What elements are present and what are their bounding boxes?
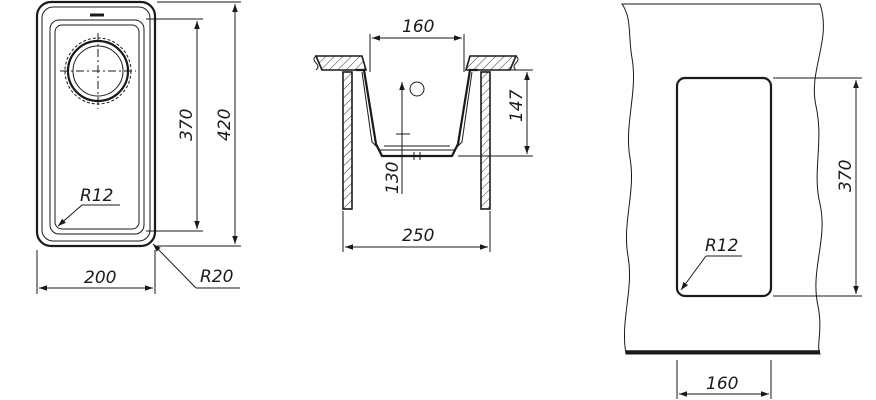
cabinet-wall-left [342,71,353,210]
cutout-height-dimension: 370 [773,77,862,297]
top-view: R12 200 R20 370 420 [35,0,241,294]
sink-bowl-outline [49,19,145,235]
outer-height-dimension: 420 [157,1,241,247]
cutout-view: R12 370 160 [621,3,862,399]
width-dimension: 200 [36,250,156,294]
drain-depth-label: 130 [383,162,403,194]
outer-radius-callout: R20 [152,243,240,289]
cutout-opening [675,76,773,298]
sink-rim-inner-edge [41,6,151,242]
outer-height-label: 420 [215,109,235,141]
inner-height-label: 370 [177,109,197,141]
cutout-radius-label: R12 [705,236,738,256]
countertop-outline [621,3,824,355]
cutout-radius-callout: R12 [680,236,742,291]
sink-profile-inner [361,71,473,151]
drain-depth-dimension: 130 [383,82,410,194]
countertop-left [314,55,368,71]
cabinet-width-label: 250 [402,226,434,246]
cutout-width-label: 160 [706,374,738,394]
cutout-width-dimension: 160 [676,360,772,399]
width-label: 200 [84,268,116,288]
section-view: 160 147 130 250 [313,17,533,252]
depth-dimension: 147 [458,69,533,157]
outer-radius-label: R20 [200,267,233,287]
bowl-width-dimension: 160 [369,17,465,72]
sink-profile-outer [356,68,478,158]
bowl-width-label: 160 [402,17,434,37]
inner-radius-label: R12 [80,186,113,206]
cutout-height-label: 370 [836,160,856,192]
sink-outer-rim [35,0,157,248]
cabinet-wall-right [480,71,491,210]
cabinet-width-dimension: 250 [342,211,491,252]
overflow-hole [409,81,425,97]
drain-hole [60,33,136,109]
inner-height-dimension: 370 [146,18,203,232]
countertop-right [464,55,518,71]
sink-bowl-inner [54,24,140,230]
depth-label: 147 [507,89,527,122]
inner-radius-callout: R12 [57,186,120,227]
